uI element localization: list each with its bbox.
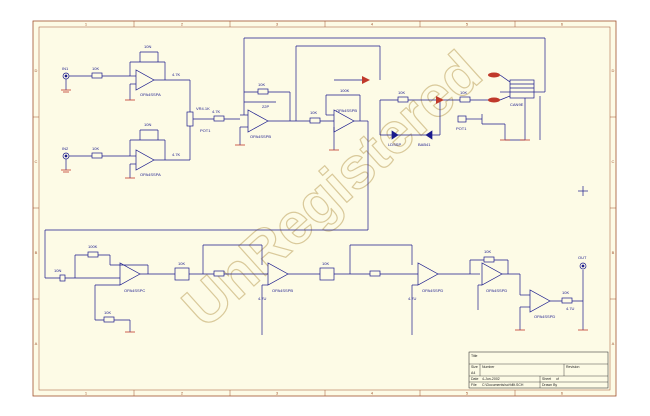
inner-border: [38, 26, 611, 391]
label-r10: 10K: [460, 90, 467, 95]
size-label: Size: [471, 365, 478, 369]
zone-col-top-1: 1: [85, 22, 88, 27]
label-r16: 10K: [562, 290, 569, 295]
label-in1: IN1: [62, 66, 69, 71]
zone-col-top-2: 2: [181, 22, 184, 27]
label-r15: 10K: [484, 249, 491, 254]
label-r7: 10K: [310, 110, 317, 115]
label-opamp-b1: OPA4SSPC: [124, 288, 145, 293]
label-c1: 22P: [262, 104, 269, 109]
label-opamp-1a: OPA4SSPA: [140, 92, 161, 97]
zone-col-top-6: 6: [561, 22, 564, 27]
zone-row-left-A: A: [35, 341, 38, 346]
label-r1: 10K: [92, 66, 99, 71]
zone-col-bottom-2: 2: [181, 391, 184, 396]
label-connector: CAN9E: [510, 102, 524, 107]
label-opamp-b2: OPA4SSPB: [272, 288, 293, 293]
label-c4: 10N: [54, 268, 61, 273]
label-in2: IN2: [62, 146, 69, 151]
label-out: OUT: [578, 255, 587, 260]
label-opamp-mid2: OPA4SSPB: [336, 108, 357, 113]
label-r4: 4.7K: [172, 152, 181, 157]
file-label: File: [471, 383, 477, 387]
zone-row-right-C: C: [612, 159, 615, 164]
zone-col-bottom-5: 5: [466, 391, 469, 396]
label-r8: 100K: [340, 88, 350, 93]
label-opamp-b5: OPA4SSPD: [534, 314, 555, 319]
zone-row-left-C: C: [35, 159, 38, 164]
sheet-value: of: [556, 377, 559, 381]
zone-col-top-5: 5: [466, 22, 469, 27]
zone-row-right-B: B: [612, 250, 615, 255]
zone-row-left-B: B: [35, 250, 38, 255]
zone-row-right-A: A: [612, 341, 615, 346]
label-r3: 4.7K: [172, 72, 181, 77]
label-opamp-mid1: OPA4SSPB: [250, 134, 271, 139]
label-r11: 100K: [88, 244, 98, 249]
label-opamp-b3: OPA4SSPD: [422, 288, 443, 293]
title-block: Title Size A4 Number Revision Date 4-Jun…: [468, 351, 609, 389]
ground-symbols: [61, 89, 588, 333]
label-pot-vr: VR4.1K: [196, 106, 210, 111]
label-r2: 10K: [92, 146, 99, 151]
label-c3: 10N: [144, 122, 151, 127]
zone-col-bottom-3: 3: [276, 391, 279, 396]
component-labels: OPA4SSPA OPA4SSPA OPA4SSPB OPA4SSPB OPA4…: [54, 44, 587, 319]
file-value: C:\Documents\sch\filt.SCH: [482, 383, 524, 387]
title-label: Title: [471, 354, 478, 358]
zone-col-bottom-4: 4: [371, 391, 374, 396]
date-value: 4-Jun-2002: [482, 377, 500, 381]
connector-pins: [488, 72, 500, 103]
label-r13: 10K: [178, 261, 185, 266]
number-label: Number: [482, 365, 495, 369]
label-r6: 10K: [258, 82, 265, 87]
label-opamp-1b: OPA4SSPA: [140, 172, 161, 177]
size-value: A4: [471, 371, 475, 375]
label-diode-b: BAB41: [418, 142, 431, 147]
zone-col-top-4: 4: [371, 22, 374, 27]
label-r12: 10K: [104, 310, 111, 315]
label-r14: 10K: [322, 261, 329, 266]
revision-label: Revision: [566, 365, 579, 369]
zone-col-bottom-6: 6: [561, 391, 564, 396]
label-r9: 10K: [398, 90, 405, 95]
date-label: Date: [471, 377, 478, 381]
label-c2: 10N: [144, 44, 151, 49]
sheet-label: Sheet: [542, 377, 551, 381]
zone-col-top-3: 3: [276, 22, 279, 27]
wiring: [44, 37, 588, 335]
zone-ticks: [33, 21, 616, 396]
zone-col-bottom-1: 1: [85, 391, 88, 396]
label-opamp-b4: OPA4SSPD: [486, 288, 507, 293]
label-c6: 4.7U: [408, 296, 417, 301]
drawn-label: Drawn By: [542, 383, 557, 387]
label-led: POT1: [456, 126, 467, 131]
label-c7: 4.7U: [566, 306, 575, 311]
ground-arrows: [362, 76, 444, 104]
label-c5: 4.7U: [258, 296, 267, 301]
zone-row-left-D: D: [35, 68, 38, 73]
label-r5: 4.7K: [212, 109, 221, 114]
zone-row-right-D: D: [612, 68, 615, 73]
label-pot-ref: POT1: [200, 128, 211, 133]
label-diode-a: LDSSP: [388, 142, 401, 147]
